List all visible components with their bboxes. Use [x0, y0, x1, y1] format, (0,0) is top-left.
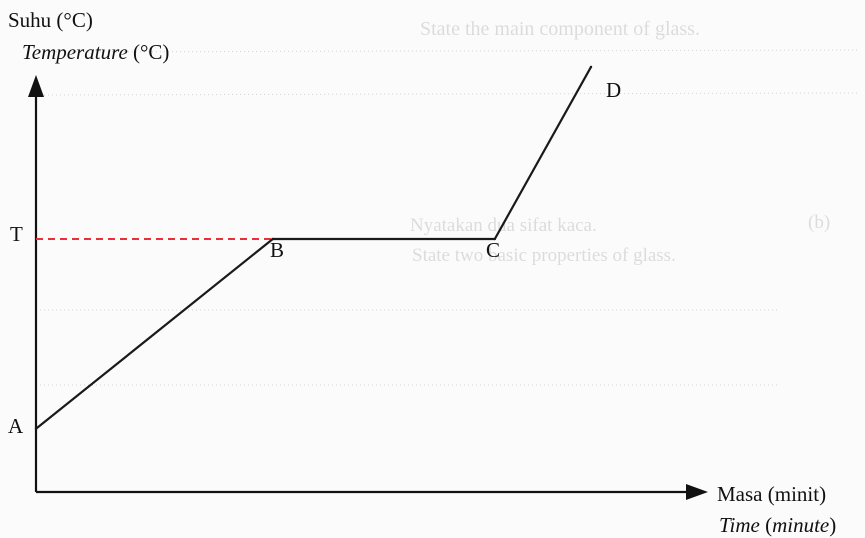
y-axis-label-english: Temperature (°C): [22, 40, 169, 65]
point-label-C: C: [486, 238, 501, 262]
point-label-D: D: [606, 78, 622, 102]
point-B: [271, 237, 274, 241]
point-label-B: B: [270, 238, 285, 262]
y-axis-label-english-word: Temperature: [22, 40, 128, 64]
x-axis-label-english-word: Time: [719, 513, 760, 537]
point-label-A: A: [8, 414, 24, 438]
x-axis-label-english-unit: minute: [772, 513, 830, 537]
segment-AB: [34, 237, 274, 430]
bleed-text-3: State two basic properties of glass.: [412, 245, 676, 266]
chart-marks: [34, 65, 593, 430]
x-axis-label-english: Time (minute): [719, 513, 836, 538]
segment-CD: [493, 65, 593, 241]
x-axis-arrowhead: [686, 484, 708, 500]
axes: [28, 75, 708, 500]
y-tick-label-T: T: [10, 222, 23, 246]
x-axis-label-english-paren-open: (: [759, 513, 773, 537]
bleed-text-1: State the main component of glass.: [420, 18, 700, 40]
point-C: [493, 237, 496, 241]
y-axis-arrowhead: [28, 75, 44, 97]
y-axis-label-english-unit: (°C): [127, 40, 170, 64]
x-axis-label-english-paren-close: ): [829, 513, 837, 537]
point-D: [589, 65, 593, 69]
bleed-text-4: (b): [808, 212, 831, 233]
x-axis-label-malay: Masa (minit): [717, 482, 827, 506]
y-axis-label-malay: Suhu (°C): [8, 8, 93, 32]
bleed-dotted-lines: [39, 49, 861, 386]
point-A: [34, 427, 38, 430]
